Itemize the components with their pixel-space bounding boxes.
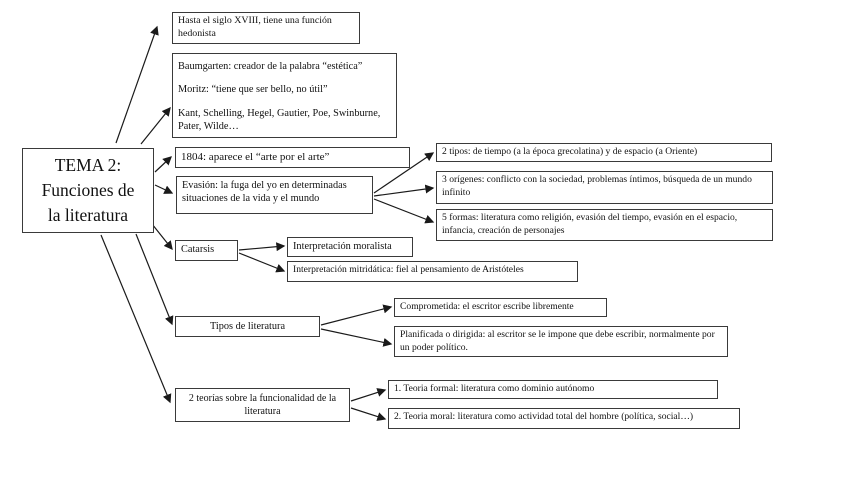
node-literatura-planificada: Planificada o dirigida: al escritor se l…	[394, 326, 728, 358]
node-interpretacion-moralista: Interpretación moralista	[287, 237, 413, 257]
root-title-line: la literatura	[47, 204, 129, 225]
node-literatura-comprometida: Comprometida: el escritor escribe librem…	[394, 298, 607, 317]
root-title-line: TEMA 2:	[54, 155, 122, 176]
node-tema2-root: TEMA 2: Funciones de la literatura	[22, 148, 154, 233]
node-2-teorias-funcionalidad: 2 teorías sobre la funcionalidad de la l…	[175, 388, 350, 422]
node-interpretacion-mitridatica: Interpretación mitridática: fiel al pens…	[287, 261, 578, 282]
root-title-line: Funciones de	[41, 180, 135, 201]
node-teoria-formal: 1. Teoria formal: literatura como domini…	[388, 380, 718, 399]
node-catarsis: Catarsis	[175, 240, 238, 261]
node-funcion-hedonista: Hasta el siglo XVIII, tiene una función …	[172, 12, 360, 44]
node-evasion-5-formas: 5 formas: literatura como religión, evas…	[436, 209, 773, 241]
node-arte-por-el-arte: 1804: aparece el “arte por el arte”	[175, 147, 410, 168]
node-paragraph: Baumgarten: creador de la palabra “estét…	[178, 61, 363, 72]
node-paragraph: Kant, Schelling, Hegel, Gautier, Poe, Sw…	[178, 107, 381, 133]
node-tipos-de-literatura: Tipos de literatura	[175, 316, 320, 337]
node-evasion-2-tipos: 2 tipos: de tiempo (a la época grecolati…	[436, 143, 772, 162]
node-evasion: Evasión: la fuga del yo en determinadas …	[176, 176, 373, 214]
node-baumgarten-moritz: Baumgarten: creador de la palabra “estét…	[172, 53, 397, 138]
node-evasion-3-origenes: 3 orígenes: conflicto con la sociedad, p…	[436, 171, 773, 204]
node-paragraph: Moritz: “tiene que ser bello, no útil”	[178, 84, 328, 96]
node-teoria-moral: 2. Teoria moral: literatura como activid…	[388, 408, 740, 429]
